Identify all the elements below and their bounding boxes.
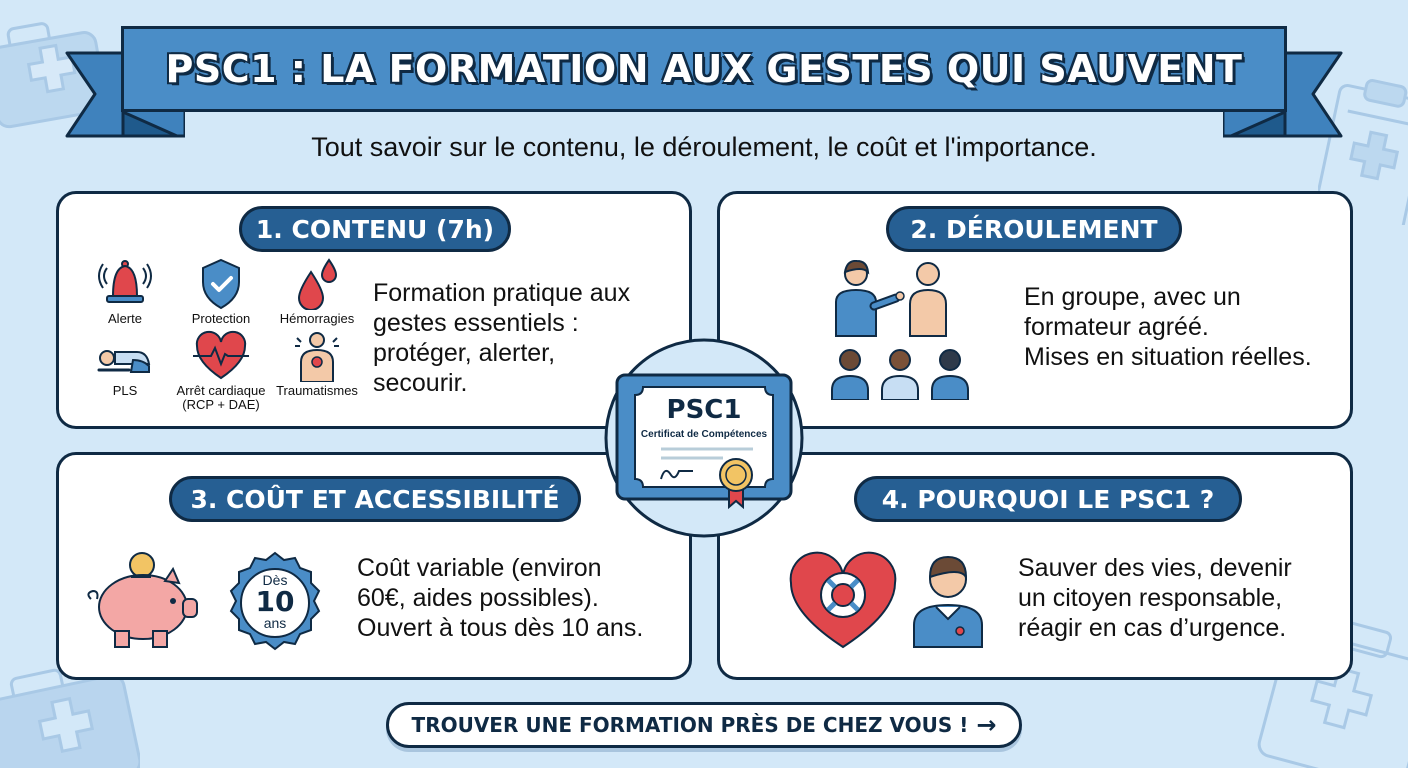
skill-alerte: Alerte [77, 258, 173, 326]
skill-traumatismes: Traumatismes [269, 330, 365, 412]
badge-number: 10 [255, 585, 295, 618]
section-title-cout: 3. COÛT ET ACCESSIBILITÉ [169, 476, 581, 522]
pourquoi-description: Sauver des vies, devenir un citoyen resp… [1018, 553, 1292, 643]
blood-drops-icon [297, 258, 338, 310]
text-line: gestes essentiels : [373, 309, 579, 337]
page-subtitle: Tout savoir sur le contenu, le dérouleme… [311, 132, 1097, 162]
skills-icon-grid: Alerte Protection Hémorragies PLS [77, 258, 367, 412]
bell-alert-icon [98, 260, 152, 303]
card-cout: 3. COÛT ET ACCESSIBILITÉ Dès 10 ans Coût… [56, 452, 692, 680]
contenu-description: Formation pratique aux gestes essentiels… [373, 278, 630, 398]
text-line: secourir. [373, 369, 468, 397]
skill-label: Arrêt cardiaque (RCP + DAE) [176, 383, 266, 412]
deroulement-description: En groupe, avec un formateur agréé. Mise… [1024, 282, 1312, 372]
recovery-position-icon [97, 350, 151, 373]
citizen-icon [913, 555, 983, 648]
text-line: Formation pratique aux [373, 279, 631, 307]
ribbon-banner: PSC1 : LA FORMATION AUX GESTES QUI SAUVE… [121, 26, 1287, 112]
skill-label: PLS [112, 383, 138, 398]
trauma-body-icon [295, 332, 339, 382]
skill-label: Protection [191, 311, 251, 326]
card-contenu: 1. CONTENU (7h) Alerte Protection Hémorr [56, 191, 692, 429]
trainer-group-icon [831, 260, 969, 400]
cta-label: TROUVER UNE FORMATION PRÈS DE CHEZ VOUS … [411, 713, 969, 737]
skill-label: Traumatismes [276, 383, 358, 398]
section-title-contenu: 1. CONTENU (7h) [239, 206, 511, 252]
section-title-pourquoi: 4. POURQUOI LE PSC1 ? [854, 476, 1242, 522]
card-pourquoi: 4. POURQUOI LE PSC1 ? Sauver des vies, d… [717, 452, 1353, 680]
certificate-medallion: PSC1 Certificat de Compétences [603, 337, 805, 539]
certificate-title: PSC1 [666, 395, 742, 425]
text-line: Mises en situation réelles. [1024, 343, 1312, 371]
text-line: Sauver des vies, devenir [1018, 554, 1292, 582]
piggy-bank-icon [87, 552, 198, 648]
cout-description: Coût variable (environ 60€, aides possib… [357, 553, 643, 643]
text-line: En groupe, avec un [1024, 283, 1241, 311]
find-training-button[interactable]: TROUVER UNE FORMATION PRÈS DE CHEZ VOUS … [386, 702, 1022, 748]
arrow-right-icon: → [976, 711, 997, 739]
age-badge-icon: Dès 10 ans [223, 551, 327, 655]
skill-pls: PLS [77, 330, 173, 412]
text-line: un citoyen responsable, [1018, 584, 1283, 612]
text-line: formateur agréé. [1024, 313, 1209, 341]
certificate-subtitle: Certificat de Compétences [640, 429, 768, 440]
text-line: Ouvert à tous dès 10 ans. [357, 614, 644, 642]
heart-lifebuoy-icon [789, 551, 897, 649]
badge-text: ans [263, 615, 287, 631]
skill-arret-cardiaque: Arrêt cardiaque (RCP + DAE) [173, 330, 269, 412]
skill-protection: Protection [173, 258, 269, 326]
card-deroulement: 2. DÉROULEMENT En groupe, avec un format… [717, 191, 1353, 429]
title-ribbon: PSC1 : LA FORMATION AUX GESTES QUI SAUVE… [65, 26, 1343, 141]
text-line: 60€, aides possibles). [357, 584, 599, 612]
text-line: Coût variable (environ [357, 554, 602, 582]
skill-hemorragies: Hémorragies [269, 258, 365, 326]
heart-pulse-icon [193, 330, 249, 380]
page-title: PSC1 : LA FORMATION AUX GESTES QUI SAUVE… [165, 47, 1243, 91]
shield-check-icon [202, 258, 240, 310]
skill-label: Alerte [108, 311, 142, 326]
section-title-deroulement: 2. DÉROULEMENT [886, 206, 1182, 252]
badge-text: Dès [262, 572, 288, 588]
text-line: réagir en cas d’urgence. [1018, 614, 1287, 642]
text-line: protéger, alerter, [373, 339, 556, 367]
skill-label: Hémorragies [279, 311, 355, 326]
